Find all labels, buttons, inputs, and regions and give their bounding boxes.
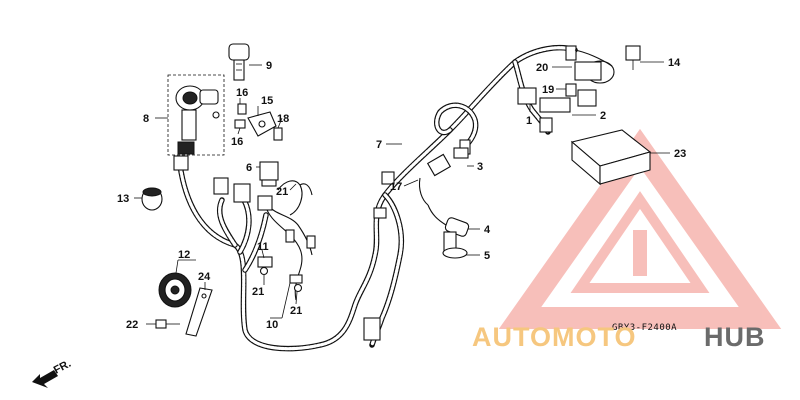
- horn-bracket: [185, 287, 213, 337]
- switch-bracket: [234, 103, 283, 141]
- main-wire-harness: [177, 45, 578, 352]
- callout-14: 14: [668, 57, 681, 69]
- sub-harness: [257, 180, 316, 301]
- front-direction-arrow: FR.: [32, 358, 73, 388]
- ignition-key: [228, 43, 250, 81]
- callout-16-lower: 16: [231, 136, 243, 148]
- callout-9: 9: [266, 60, 272, 72]
- callout-11: 11: [257, 241, 269, 253]
- callout-22: 22: [126, 319, 138, 331]
- callout-20: 20: [536, 62, 548, 74]
- bulb-socket: [625, 45, 641, 70]
- callout-21-left: 21: [252, 286, 264, 298]
- callout-7: 7: [376, 139, 382, 151]
- watermark-brand-part2: HUB: [704, 322, 766, 352]
- callout-12: 12: [178, 249, 190, 261]
- cdi-unit: [570, 129, 652, 186]
- regulator-connector: [565, 45, 615, 84]
- callout-23: 23: [674, 148, 686, 160]
- drawing-code: GBY3-F2400A: [612, 323, 677, 333]
- bolt: [155, 319, 180, 329]
- horn: [158, 272, 192, 308]
- callout-21-mid: 21: [290, 305, 302, 317]
- relay: [259, 161, 279, 187]
- callout-19: 19: [542, 84, 554, 96]
- rubber-cap: [141, 187, 163, 211]
- fuse-holder: [517, 83, 597, 133]
- callout-5: 5: [484, 250, 490, 262]
- watermark-triangle: [498, 128, 782, 329]
- sensor-unit: [418, 147, 469, 206]
- callout-18: 18: [277, 113, 289, 125]
- callout-6: 6: [246, 162, 252, 174]
- watermark-text: AUTOMOTO HUB: [472, 322, 766, 352]
- front-marker-label: FR.: [52, 358, 73, 377]
- callout-16-upper: 16: [236, 87, 248, 99]
- callout-17: 17: [390, 181, 402, 193]
- watermark-brand-part1: AUTOMOTO: [472, 322, 637, 352]
- callout-13: 13: [117, 193, 129, 205]
- harness-connectors: [173, 139, 471, 341]
- callout-1: 1: [526, 115, 532, 127]
- spark-plug-cap: [427, 204, 470, 259]
- callout-4: 4: [484, 224, 491, 236]
- callout-8: 8: [143, 113, 149, 125]
- callout-numbers: 9 8 16 15 16 18 6 13 12 24 22 11 21 10 2…: [117, 57, 686, 331]
- ignition-switch-assembly: [167, 74, 225, 156]
- callout-24: 24: [198, 271, 211, 283]
- callout-15: 15: [261, 95, 273, 107]
- callout-2: 2: [600, 110, 606, 122]
- callout-21-upper: 21: [276, 186, 288, 198]
- callout-10: 10: [266, 319, 278, 331]
- leader-lines: [134, 61, 670, 325]
- callout-3: 3: [477, 161, 483, 173]
